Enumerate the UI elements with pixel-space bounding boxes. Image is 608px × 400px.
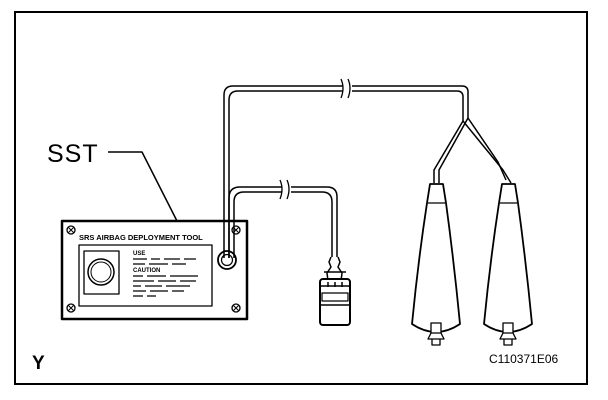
screw-icon <box>66 303 76 313</box>
figure-code: C110371E06 <box>489 352 559 366</box>
tool-use-text: USE <box>133 251 145 257</box>
view-label: Y <box>32 353 45 374</box>
cable-socket <box>217 250 237 270</box>
deployment-tool-box <box>60 219 249 321</box>
activation-button <box>83 250 120 295</box>
long-cable <box>223 78 512 258</box>
short-cable <box>228 179 338 258</box>
screw-icon <box>231 303 241 313</box>
tool-title-text: SRS AIRBAG DEPLOYMENT TOOL <box>79 233 203 242</box>
sst-label: SST <box>47 140 99 168</box>
tool-caution-text: CAUTION <box>133 268 160 274</box>
screw-icon <box>66 225 76 235</box>
airbag-connector <box>319 256 351 326</box>
left-alligator-clip <box>411 183 461 346</box>
sst-leader-line <box>108 151 178 222</box>
diagram-frame <box>14 11 588 385</box>
right-alligator-clip <box>483 183 533 346</box>
screw-icon <box>231 225 241 235</box>
